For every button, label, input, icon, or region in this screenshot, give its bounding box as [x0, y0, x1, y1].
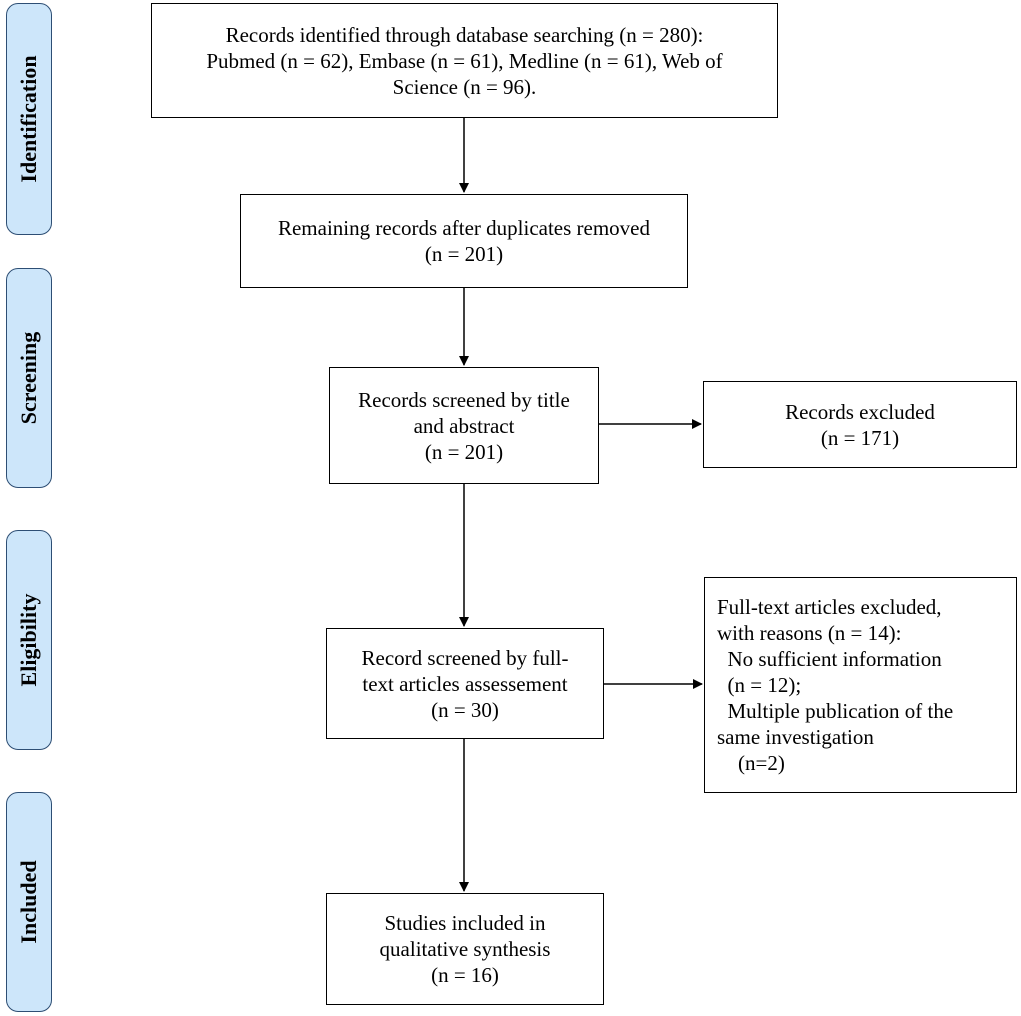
box-title-abstract-screening: Records screened by title and abstract (…	[329, 367, 599, 484]
box-text-line: (n = 201)	[424, 242, 504, 266]
box-text-line: (n = 12);	[717, 673, 802, 697]
box-text-line: Full-text articles excluded,	[717, 595, 942, 619]
box-text-line: (n=2)	[717, 751, 785, 775]
stage-included: Included	[6, 792, 52, 1012]
stage-screening: Screening	[6, 268, 52, 488]
box-records-identified: Records identified through database sear…	[151, 3, 778, 118]
box-studies-included: Studies included in qualitative synthesi…	[326, 893, 604, 1005]
box-text-line: Records excluded	[785, 399, 935, 424]
box-fulltext-assessment: Record screened by full- text articles a…	[326, 628, 604, 739]
box-text-line: (n = 16)	[431, 963, 499, 987]
box-records-excluded: Records excluded (n = 171)	[703, 381, 1017, 468]
box-text-line: (n = 171)	[820, 425, 900, 450]
box-text-line: Science (n = 96).	[392, 74, 537, 99]
box-text-line: Record screened by full-	[361, 645, 569, 670]
box-text-line: and abstract	[413, 413, 515, 438]
box-text-line: Studies included in	[384, 911, 546, 935]
box-text-line: (n = 30)	[431, 697, 499, 722]
box-text-line: No sufficient information	[717, 647, 942, 671]
box-text-line: with reasons (n = 14):	[717, 621, 902, 645]
box-text-line: (n = 201)	[424, 439, 504, 464]
box-text-line: same investigation	[717, 725, 874, 749]
box-text-line: Multiple publication of the	[717, 699, 954, 723]
box-text-line: Records identified through database sear…	[225, 22, 704, 47]
box-text-line: text articles assessement	[362, 671, 568, 696]
box-fulltext-excluded: Full-text articles excluded, with reason…	[704, 577, 1017, 793]
box-text-line: Pubmed (n = 62), Embase (n = 61), Medlin…	[206, 48, 723, 73]
box-text-line: Records screened by title	[358, 387, 570, 412]
box-text-line: qualitative synthesis	[379, 937, 551, 961]
box-text-line: Remaining records after duplicates remov…	[277, 216, 651, 240]
stage-identification: Identification	[6, 3, 52, 235]
box-duplicates-removed: Remaining records after duplicates remov…	[240, 194, 688, 288]
stage-eligibility: Eligibility	[6, 530, 52, 750]
